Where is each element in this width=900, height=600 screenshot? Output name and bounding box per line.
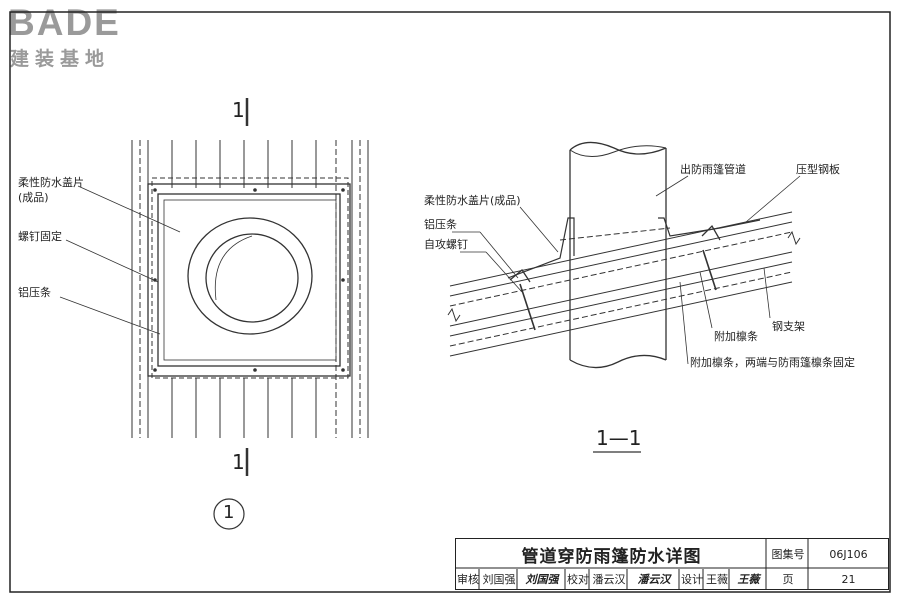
atlas-number: 06J106 — [829, 547, 868, 561]
designer-name: 王薇 — [706, 573, 728, 586]
reviewer-name: 刘国强 — [482, 573, 516, 586]
label-steel-plate: 压型钢板 — [796, 163, 840, 176]
label-flexible-cover: 柔性防水盖片 — [18, 176, 84, 189]
section-mark-top: 1 — [232, 98, 245, 122]
plan-view — [59, 98, 369, 530]
detail-number: 1 — [223, 502, 235, 523]
checker-signature: 潘云汉 — [637, 573, 671, 586]
drawing-title: 管道穿防雨篷防水详图 — [521, 546, 702, 567]
title-block: 管道穿防雨篷防水详图 图集号 06J106 审核 刘国强 刘国强 校对 潘云汉 … — [455, 538, 889, 590]
title-block-grid — [478, 569, 730, 590]
pipe-outer — [187, 217, 313, 335]
page-label: 页 — [782, 573, 794, 586]
pipe-inner — [205, 233, 299, 323]
check-label: 校对 — [567, 573, 589, 586]
section-mark-bottom: 1 — [232, 450, 245, 474]
label-extra-purlin-note: 附加檩条，两端与防雨篷檩条固定 — [690, 356, 855, 369]
atlas-label: 图集号 — [771, 548, 805, 561]
section-view — [447, 141, 801, 453]
label-screw-fix: 螺钉固定 — [18, 230, 62, 243]
label-flexible-cover-section: 柔性防水盖片(成品) — [424, 194, 521, 207]
detail-circle — [213, 498, 245, 530]
checker-name: 潘云汉 — [592, 573, 626, 586]
page-number: 21 — [841, 572, 856, 586]
label-aluminum-strip: 铝压条 — [18, 286, 51, 299]
logo-wordmark: BADE — [8, 2, 121, 43]
designer-signature: 王薇 — [737, 573, 760, 586]
screw-dots — [153, 188, 345, 372]
logo-subtitle: 建装基地 — [10, 48, 111, 70]
label-self-tapping-screw: 自攻螺钉 — [424, 238, 468, 251]
design-label: 设计 — [681, 573, 703, 586]
drawing-frame — [9, 11, 891, 593]
review-label: 审核 — [457, 573, 479, 586]
label-flexible-cover-note: (成品) — [18, 191, 49, 204]
label-steel-support: 钢支架 — [772, 320, 805, 333]
label-aluminum-strip-section: 铝压条 — [424, 218, 457, 231]
label-extra-purlin: 附加檩条 — [714, 330, 758, 343]
reviewer-signature: 刘国强 — [525, 573, 559, 586]
section-title: 1—1 — [596, 426, 642, 450]
title-block-lines — [455, 538, 889, 590]
label-pipe: 出防雨篷管道 — [680, 163, 746, 176]
